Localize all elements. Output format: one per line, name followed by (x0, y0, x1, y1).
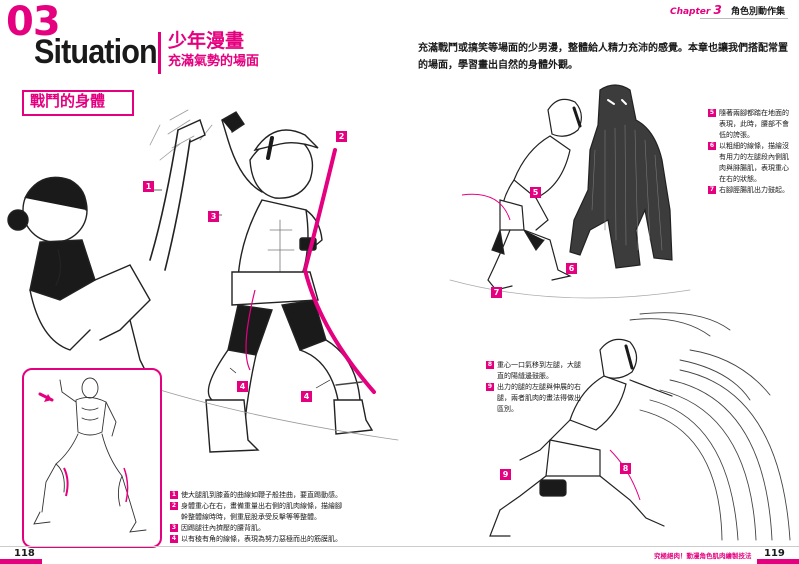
footer-bar-right (757, 559, 799, 564)
fight-monster-illustration (449, 84, 691, 299)
marker-9: 9 (500, 469, 511, 480)
page-title: 少年漫畫 (168, 30, 245, 52)
section-word: Situation (34, 33, 158, 71)
marker-7: 7 (491, 287, 502, 298)
chapter-number: 3 (713, 3, 722, 17)
page-number-left: 118 (14, 548, 35, 559)
note-bullet: 8 (486, 361, 494, 369)
note-text: 隨著兩腳都踏在地面的表現，此時，腰部不會低的誇張。 (719, 109, 789, 139)
marker-5: 5 (530, 187, 541, 198)
footer-rule (0, 546, 799, 547)
chapter-name: 角色別動作集 (730, 7, 785, 17)
punch-illustration (489, 312, 791, 541)
note-left-2-cont: 幹整體線時時，側重屁股承受反擊等等整體。 (170, 512, 375, 523)
section-number: 03 (6, 0, 61, 45)
note-text: 幹整體線時時，側重屁股承受反擊等等整體。 (181, 513, 321, 521)
footer-book-title: 究極絕肉！動漫角色肌肉繪製技法 (654, 552, 752, 560)
section-heading: 戰鬥的身體 (30, 92, 106, 110)
inset-sketch (33, 377, 147, 533)
note-bullet: 4 (170, 535, 178, 543)
note-bullet: 1 (170, 491, 178, 499)
note-bullet: 6 (708, 142, 716, 150)
note-text: 出力的腿的左腿與伸展的右腿，兩者肌肉的畫法得做出區別。 (497, 383, 581, 413)
marker-4a: 4 (237, 381, 248, 392)
page-subtitle: 充滿氣勢的場面 (168, 54, 260, 69)
title-divider (158, 32, 161, 74)
note-bullet: 7 (708, 186, 716, 194)
note-bullet: 3 (170, 524, 178, 532)
kick-illustration (7, 109, 399, 453)
note-bullet: 9 (486, 383, 494, 391)
note-text: 以粗細的線條，描繪沒有用力的左腿段內側肌肉與腓腸肌，表現重心在右的狀態。 (719, 142, 789, 183)
marker-2: 2 (336, 131, 347, 142)
section-heading-frame (22, 90, 134, 116)
chapter-label: Chapter 3 角色別動作集 (670, 3, 785, 17)
note-text: 右腳脛腸肌出力鼓起。 (719, 186, 789, 194)
chapter-prefix: Chapter (669, 7, 711, 17)
chapter-rule (700, 18, 788, 19)
marker-1: 1 (143, 181, 154, 192)
note-text: 因踢腿往內擠壓的腰背肌。 (181, 524, 265, 532)
footer-bar-left (0, 559, 42, 564)
marker-4b: 4 (301, 391, 312, 402)
marker-8: 8 (620, 463, 631, 474)
intro-paragraph: 充滿戰鬥或搞笑等場面的少男漫，整體給人精力充沛的感覺。本章也讓我們搭配常置的場面… (418, 43, 788, 71)
note-text: 以有稜有角的線條，表現為努力惡極而出的筋膜肌。 (181, 535, 342, 543)
note-bullet: 2 (170, 502, 178, 510)
note-text: 身體重心在右，畫備重量出右側的肌肉線條，描繪腳 (181, 502, 342, 510)
marker-6: 6 (566, 263, 577, 274)
page-number-right: 119 (764, 548, 785, 559)
note-text: 使大腿肌到膝蓋的曲線如鞭子般挂曲，要直踢動感。 (181, 491, 342, 499)
note-bullet: 5 (708, 109, 716, 117)
marker-3: 3 (208, 211, 219, 222)
note-text: 重心一口氣移到左腿，大腿直的陽縫邊鼓脹。 (497, 361, 581, 380)
